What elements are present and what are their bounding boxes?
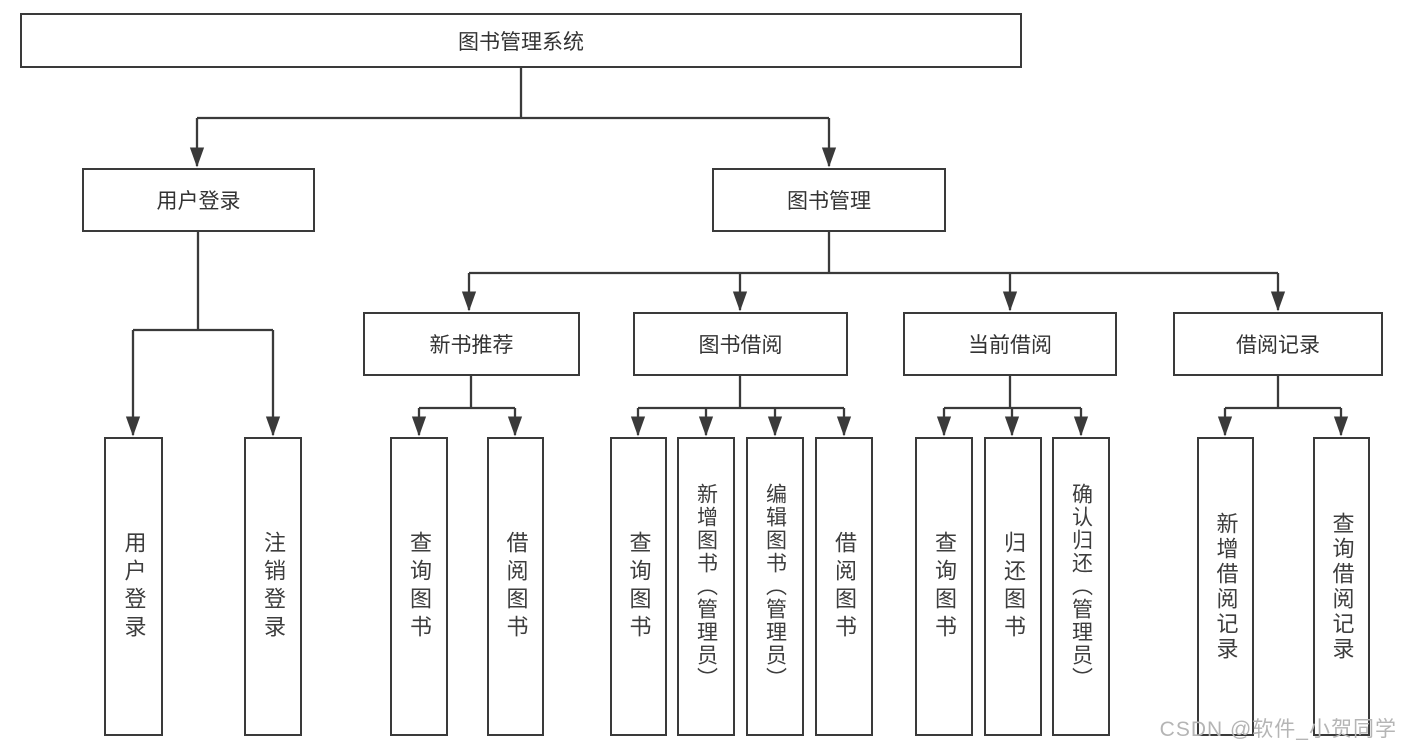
csdn-watermark: CSDN @软件_小贺同学 [1159, 718, 1397, 741]
node-current-borrowing: 当前借阅 [903, 312, 1117, 376]
node-book-borrowing: 图书借阅 [633, 312, 848, 376]
leaf-query-books-recommend: 查询图书 [390, 437, 448, 736]
leaf-user-login: 用户登录 [104, 437, 163, 736]
node-library-management-system: 图书管理系统 [20, 13, 1022, 68]
leaf-add-borrow-record: 新增借阅记录 [1197, 437, 1254, 736]
node-borrowing-records: 借阅记录 [1173, 312, 1383, 376]
node-book-management: 图书管理 [712, 168, 946, 232]
leaf-add-books-admin: 新增图书（管理员） [677, 437, 735, 736]
leaf-borrow-books-borrowing: 借阅图书 [815, 437, 873, 736]
leaf-confirm-return-admin: 确认归还（管理员） [1052, 437, 1110, 736]
leaf-borrow-books-recommend: 借阅图书 [487, 437, 544, 736]
leaf-return-books: 归还图书 [984, 437, 1042, 736]
leaf-edit-books-admin: 编辑图书（管理员） [746, 437, 804, 736]
leaf-query-books-borrowing: 查询图书 [610, 437, 667, 736]
node-user-login: 用户登录 [82, 168, 315, 232]
leaf-query-books-current: 查询图书 [915, 437, 973, 736]
leaf-logout: 注销登录 [244, 437, 302, 736]
node-new-book-recommend: 新书推荐 [363, 312, 580, 376]
leaf-query-borrow-record: 查询借阅记录 [1313, 437, 1370, 736]
